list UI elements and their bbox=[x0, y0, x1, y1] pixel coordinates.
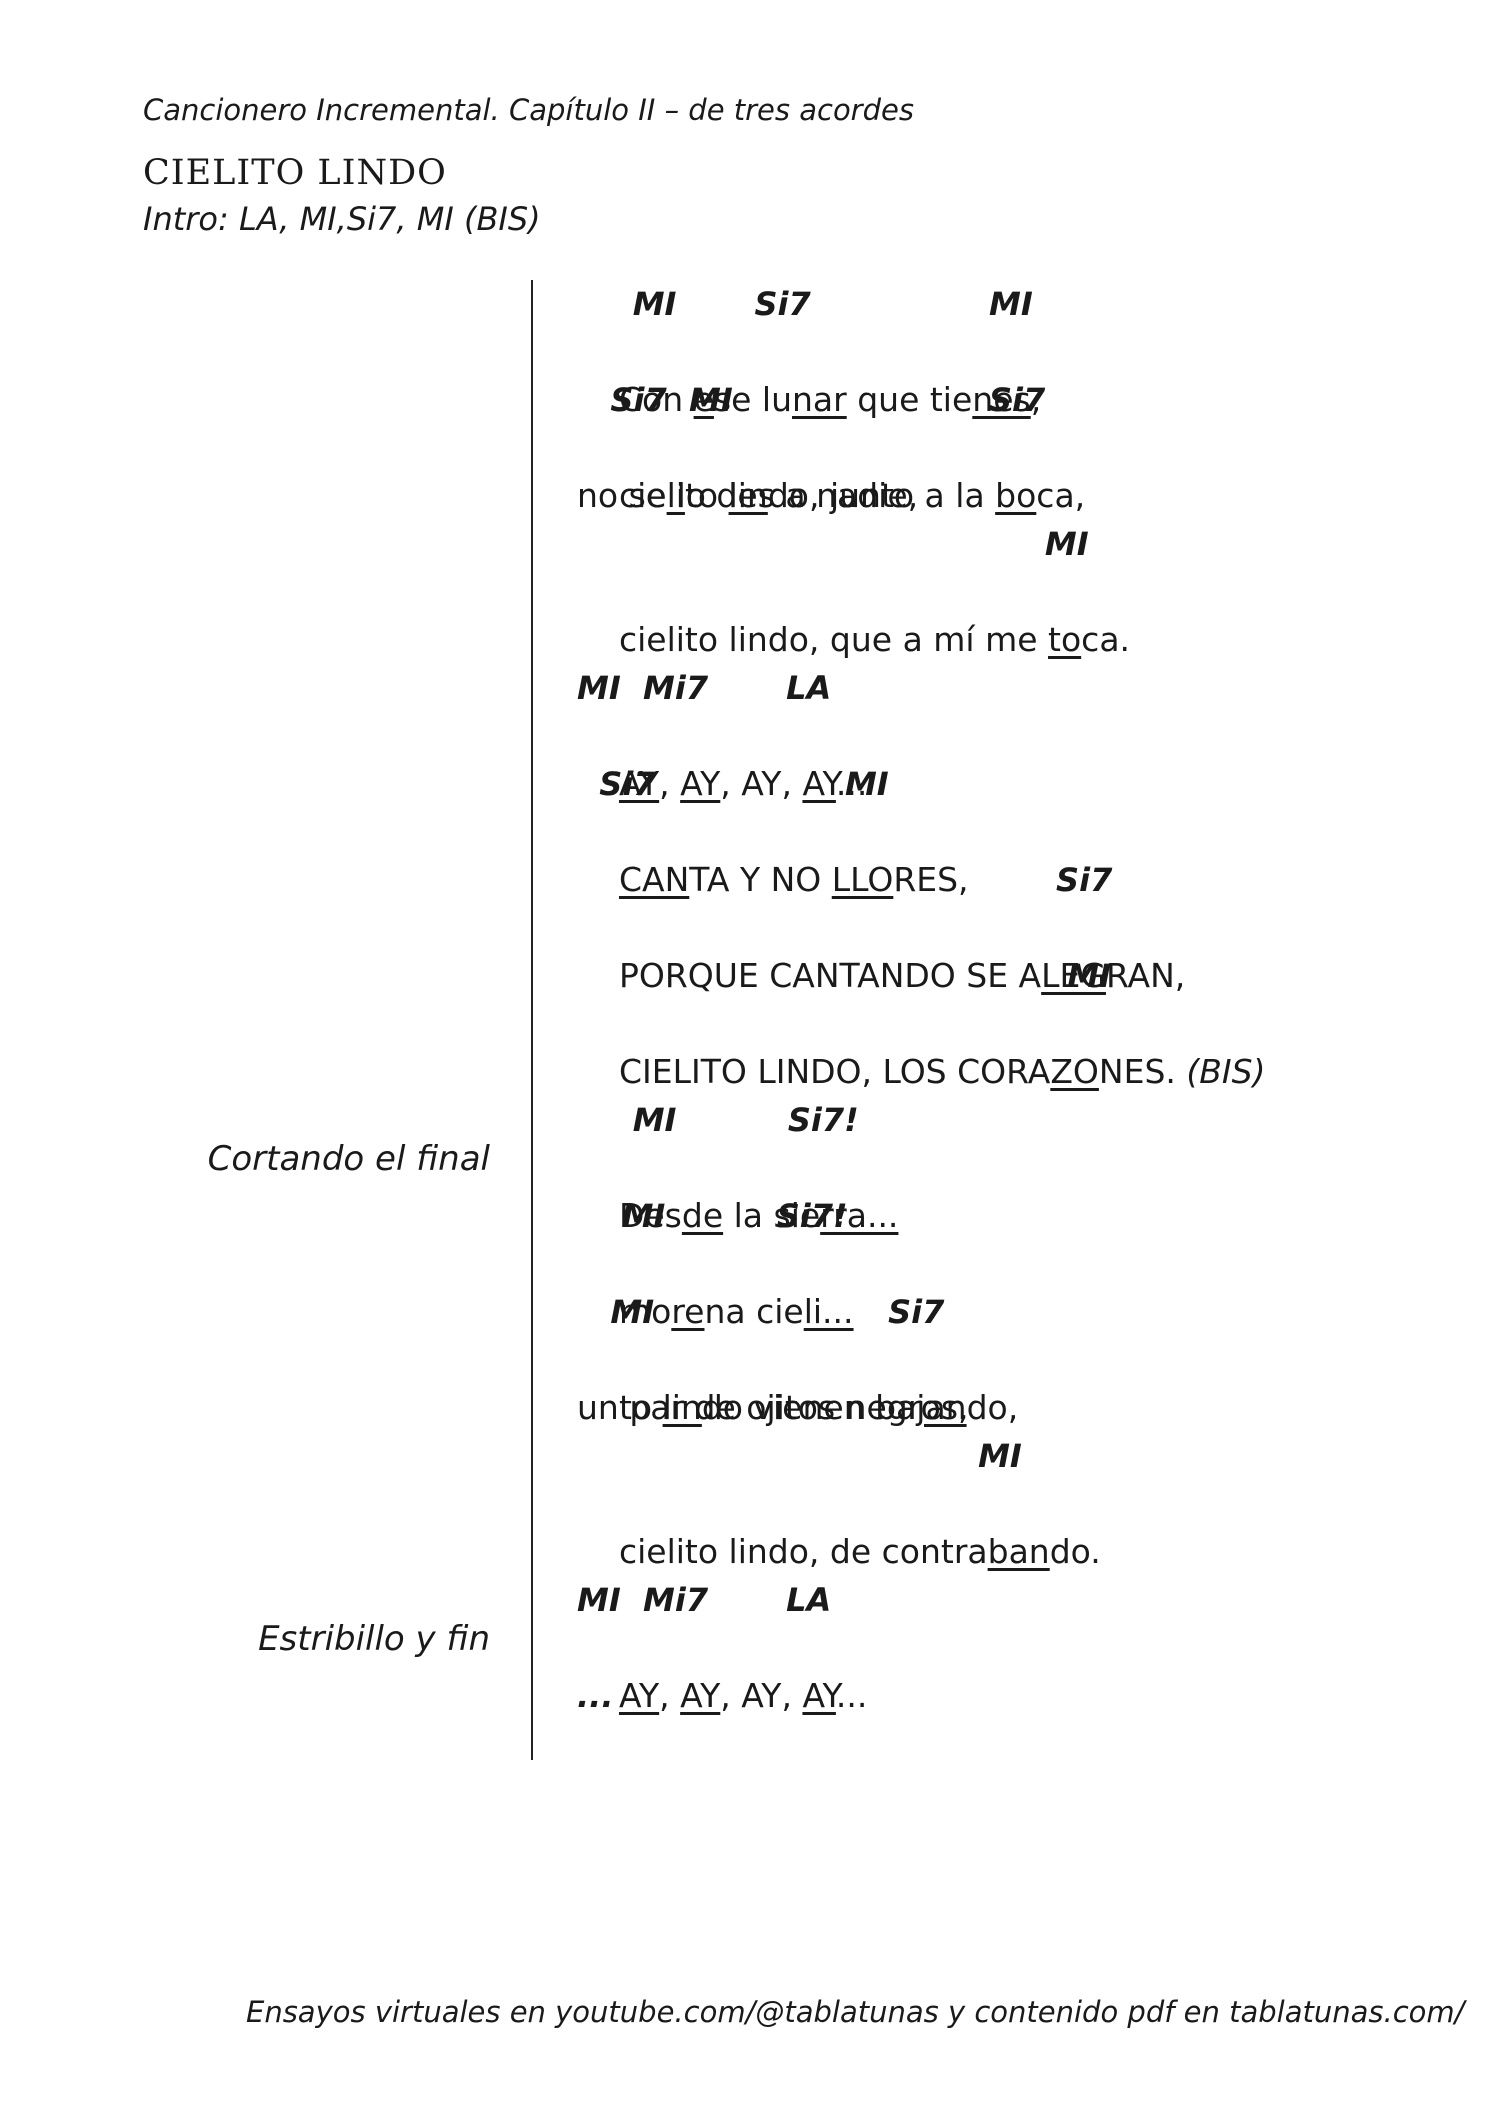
lyric-line: cielito lindo, que a mí me toca. bbox=[618, 620, 1131, 659]
lyric-line: morena cieli... bbox=[618, 1292, 854, 1331]
lyric-line: un par de ojitos negros, bbox=[577, 1388, 969, 1427]
bis-marker: (BIS) bbox=[1186, 1052, 1266, 1091]
chapter-subtitle: Cancionero Incremental. Capítulo II – de… bbox=[143, 93, 914, 127]
chord-line: MI bbox=[577, 1437, 1022, 1475]
side-note-cortando: Cortando el final bbox=[207, 1139, 490, 1179]
lyric-line: CIELITO LINDO, LOS CORAZONES. (BIS) bbox=[618, 1052, 1266, 1091]
vertical-divider bbox=[531, 280, 533, 1760]
lyric-line: AY, AY, AY, AY... bbox=[618, 1676, 868, 1715]
chord-line: Si7 bbox=[577, 861, 1113, 899]
lyrics-block: MI Si7 MI Con ese lunar que tienes, Si7 … bbox=[577, 280, 1457, 1720]
lyric-line: AY, AY, AY, AY... bbox=[618, 764, 868, 803]
side-note-estribillo: Estribillo y fin bbox=[258, 1619, 490, 1659]
chord-line: MI bbox=[577, 957, 1111, 995]
lyric-line: cielito lindo, de contrabando. bbox=[618, 1532, 1101, 1571]
lyric-line: CANTA Y NO LLORES, bbox=[618, 860, 969, 899]
page-footer: Ensayos virtuales en youtube.com/@tablat… bbox=[246, 1995, 1465, 2029]
chord-line: MI Mi7 LA bbox=[577, 669, 832, 707]
lyric-line: to lindo vienen bajando, bbox=[618, 1388, 1019, 1427]
chord-line: MI bbox=[577, 525, 1089, 563]
lyric-line: Con ese lunar que tienes, bbox=[618, 380, 1042, 419]
page-header: Cancionero Incremental. Capítulo II – de… bbox=[143, 88, 914, 242]
intro-chords: Intro: LA, MI,Si7, MI (BIS) bbox=[143, 200, 541, 238]
chord-line: MI Mi7 LA bbox=[577, 1581, 832, 1619]
chord-line: MI Si7! bbox=[577, 1101, 859, 1139]
chord-line: MI Si7! bbox=[577, 1197, 848, 1235]
chord-line: Si7 MI bbox=[577, 765, 889, 803]
chord-line: MI Si7 MI bbox=[577, 285, 1033, 323]
chord-line: Si7 MI Si7 bbox=[577, 381, 1046, 419]
lyric-line: PORQUE CANTANDO SE ALEGRAN, bbox=[618, 956, 1186, 995]
lyric-line: Desde la sierra... bbox=[618, 1196, 899, 1235]
lyric-line: no se lo des a nadie, bbox=[577, 476, 919, 515]
ending-dots: ... bbox=[577, 1677, 614, 1715]
chord-line: MI Si7 bbox=[577, 1293, 945, 1331]
song-title: CIELITO LINDO bbox=[143, 153, 447, 193]
lyric-line: cielito lindo, junto a la boca, bbox=[618, 476, 1086, 515]
